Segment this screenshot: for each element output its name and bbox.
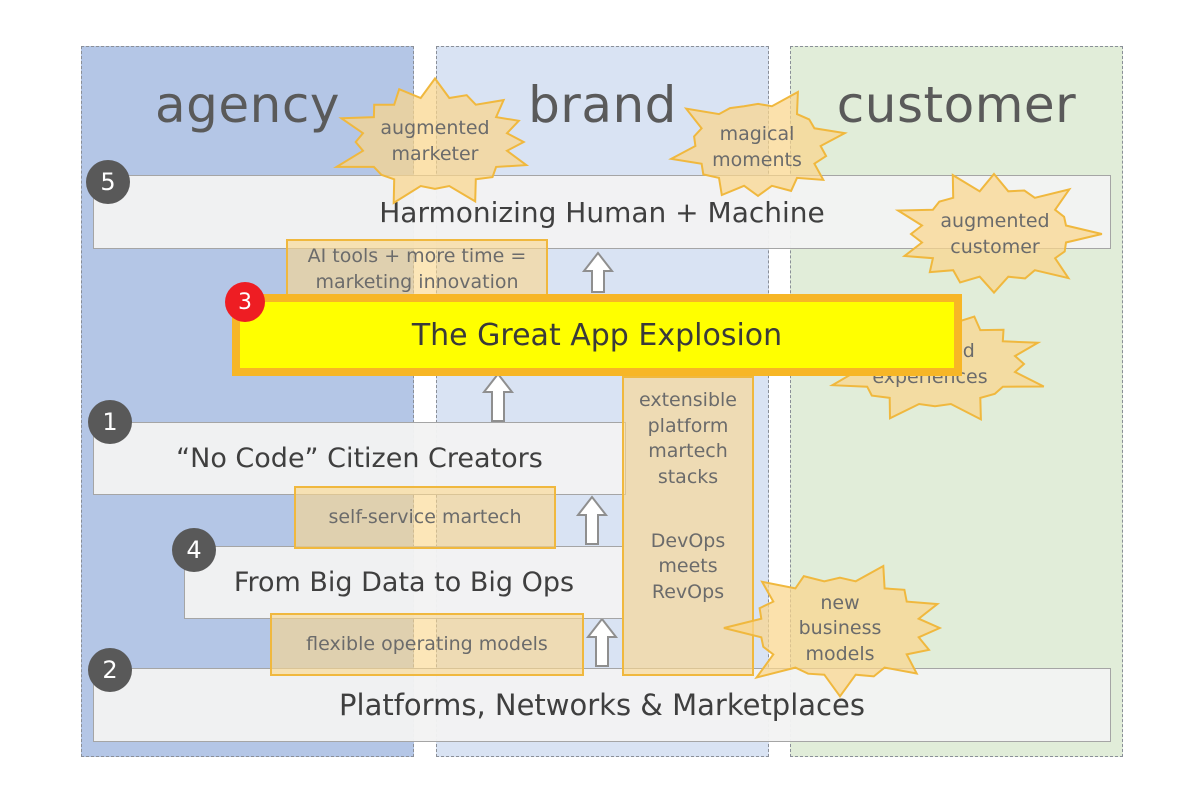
annotation-line: extensible <box>639 389 737 411</box>
annotation-line: meets <box>658 555 718 578</box>
annotation-self-service-martech: self-service martech <box>294 486 556 549</box>
annotation-line: flexible operating models <box>306 632 548 655</box>
brand-title: brand <box>528 76 677 134</box>
annotation-flexible-operating-models: flexible operating models <box>270 613 584 676</box>
layer-big-data-to-big-ops: From Big Data to Big Ops <box>184 546 624 619</box>
burst-line: marketer <box>391 143 479 165</box>
layer-no-code-citizen-creators: “No Code” Citizen Creators <box>93 422 626 495</box>
annotation-ai-tools: AI tools + more time = marketing innovat… <box>286 239 548 301</box>
layer-number-4: 4 <box>172 528 216 572</box>
layer-number-5: 5 <box>86 160 130 204</box>
burst-line: business <box>798 617 882 640</box>
customer-title: customer <box>836 76 1077 134</box>
banner-label: The Great App Explosion <box>411 317 783 353</box>
layer-number-3: 3 <box>225 282 265 322</box>
burst-augmented-marketer: augmented marketer <box>340 112 530 172</box>
annotation-line: marketing innovation <box>315 271 519 293</box>
annotation-line: stacks <box>657 465 719 488</box>
annotation-line: DevOps <box>650 529 726 552</box>
burst-magical-moments: magical moments <box>672 118 842 178</box>
burst-line: moments <box>712 149 802 171</box>
annotation-platform-column: extensible platform martech stacks DevOp… <box>622 376 754 676</box>
layer-label: “No Code” Citizen Creators <box>176 443 543 474</box>
burst-new-business-models: new business models <box>770 588 910 670</box>
layer-label: Platforms, Networks & Marketplaces <box>339 688 865 722</box>
burst-line: augmented <box>940 210 1050 233</box>
annotation-line: martech <box>648 440 728 463</box>
burst-line: customer <box>950 236 1040 258</box>
layer-label: Harmonizing Human + Machine <box>379 195 825 229</box>
burst-line: augmented <box>380 117 490 140</box>
annotation-line: RevOps <box>651 580 725 603</box>
burst-line: new <box>820 591 860 614</box>
layer-label: From Big Data to Big Ops <box>233 567 575 598</box>
annotation-line: AI tools + more time = <box>307 245 527 268</box>
burst-line: magical <box>719 123 795 146</box>
banner-great-app-explosion: The Great App Explosion <box>232 294 962 376</box>
annotation-line: self-service martech <box>328 505 522 528</box>
burst-line: models <box>805 642 875 665</box>
annotation-line: platform <box>647 414 729 437</box>
layer-number-2: 2 <box>88 648 132 692</box>
layer-number-1: 1 <box>88 400 132 444</box>
burst-augmented-customer: augmented customer <box>900 205 1090 265</box>
layer-platforms-networks-marketplaces: Platforms, Networks & Marketplaces <box>93 668 1111 742</box>
agency-title: agency <box>155 76 340 134</box>
